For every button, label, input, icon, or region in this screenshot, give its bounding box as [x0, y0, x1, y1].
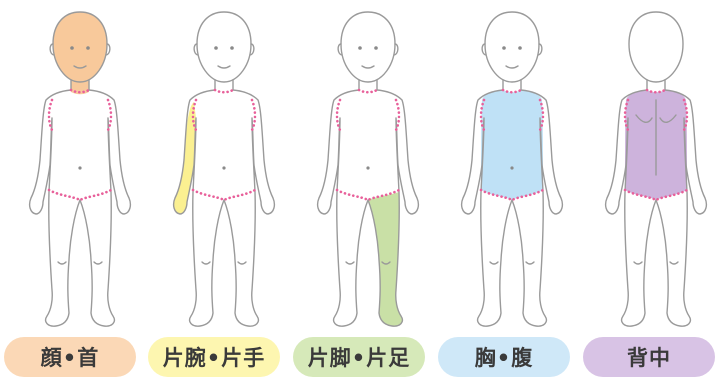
figure-one-arm-hand — [172, 11, 276, 327]
figure-head-neck — [28, 11, 132, 327]
highlight-chest-abdomen — [481, 90, 543, 200]
figure-chest-abdomen — [460, 11, 564, 327]
highlight-head-neck — [53, 12, 107, 95]
highlight-one-leg-foot — [368, 192, 403, 327]
label-head-neck: 顔•首 — [4, 337, 136, 377]
figure-back — [604, 11, 708, 327]
label-one-leg-foot: 片脚•片足 — [293, 337, 425, 377]
label-one-arm-hand: 片腕•片手 — [148, 337, 280, 377]
figure-one-leg-foot — [316, 11, 420, 327]
label-back: 背中 — [583, 337, 715, 377]
label-chest-abdomen: 胸•腹 — [438, 337, 570, 377]
